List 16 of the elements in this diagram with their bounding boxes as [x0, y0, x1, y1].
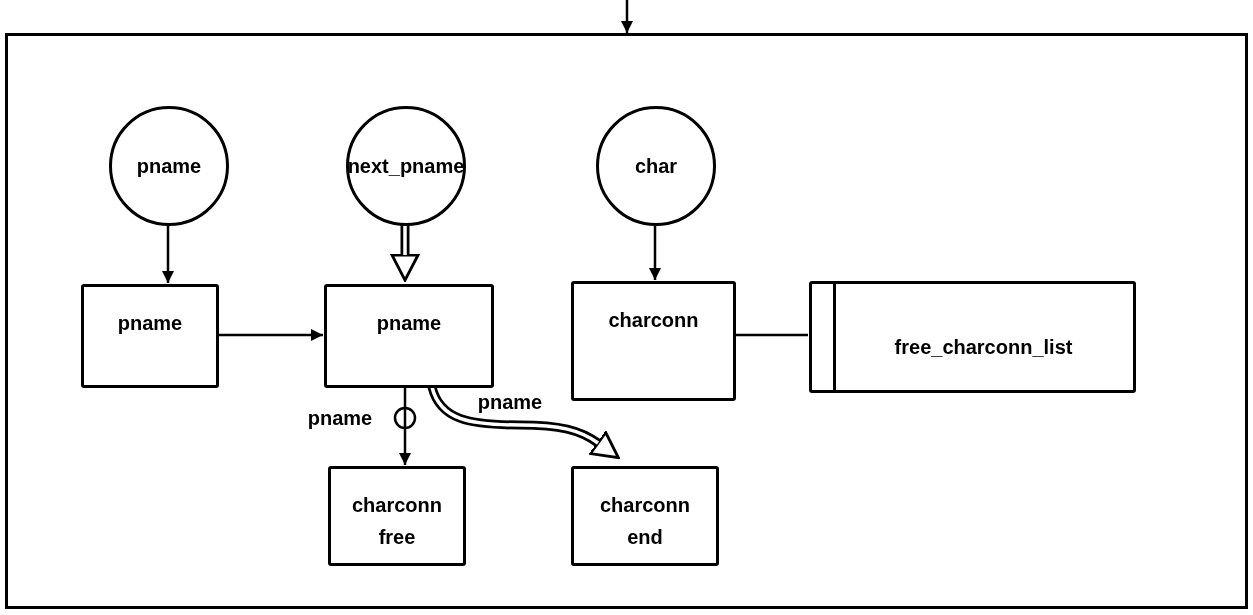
process-box: [571, 281, 736, 401]
process-box: [328, 466, 466, 566]
process-box: [324, 284, 494, 388]
frame-box: [5, 33, 1248, 609]
process-box: [571, 466, 719, 566]
node-label: pname: [376, 311, 442, 336]
node-label: pname: [117, 311, 183, 336]
process-box: [81, 284, 219, 388]
node-label: next_pname: [347, 154, 465, 179]
node-label: pname: [136, 154, 202, 179]
node-label: charconn free: [352, 493, 442, 550]
node-label: char: [634, 154, 678, 179]
node-label: free_charconn_list: [894, 335, 1073, 360]
node-label: charconn: [608, 308, 699, 333]
node-label: charconn end: [600, 493, 690, 550]
list-box: [809, 281, 1136, 393]
